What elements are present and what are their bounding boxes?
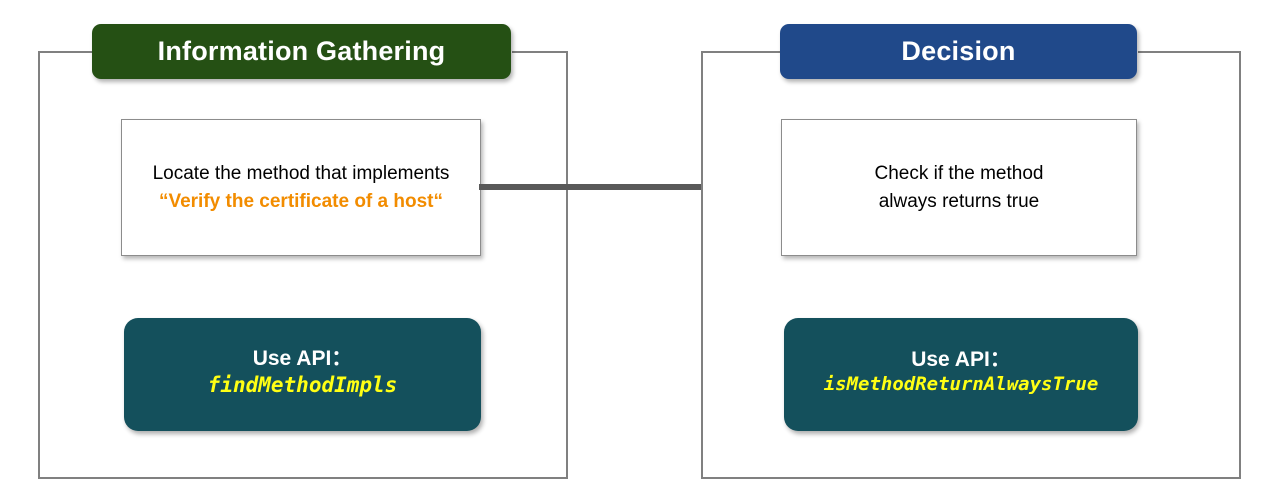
api-right-name: isMethodReturnAlwaysTrue [823, 373, 1099, 396]
quote-close-mark: “ [433, 190, 444, 212]
quote-open-mark: “ [158, 190, 169, 212]
header-information-gathering: Information Gathering [92, 24, 511, 79]
note-locate-method-line1: Locate the method that implements [152, 162, 450, 184]
api-box-is-method-return-always-true: Use API： isMethodReturnAlwaysTrue [784, 318, 1138, 431]
flow-arrow-shaft [479, 184, 751, 190]
note-locate-method: Locate the method that implements “Verif… [121, 119, 481, 256]
api-box-find-method-impls: Use API： findMethodImpls [124, 318, 481, 431]
header-decision-label: Decision [901, 36, 1016, 66]
header-information-gathering-label: Information Gathering [157, 36, 446, 66]
note-check-returns-true-text: Check if the method always returns true [875, 160, 1044, 215]
highlight-verify-certificate: Verify the certificate of a host [168, 190, 434, 212]
note-locate-method-text: Locate the method that implements “Verif… [153, 160, 450, 215]
note-check-returns-true-line1: Check if the method [874, 162, 1044, 184]
header-decision: Decision [780, 24, 1137, 79]
api-right-label: Use API： [911, 348, 1011, 372]
note-locate-method-line2: “Verify the certificate of a host“ [153, 188, 450, 216]
api-left-name: findMethodImpls [207, 372, 398, 397]
api-left-label: Use API： [252, 346, 353, 370]
note-check-returns-true-line2: always returns true [878, 190, 1040, 212]
note-check-returns-true: Check if the method always returns true [781, 119, 1137, 256]
